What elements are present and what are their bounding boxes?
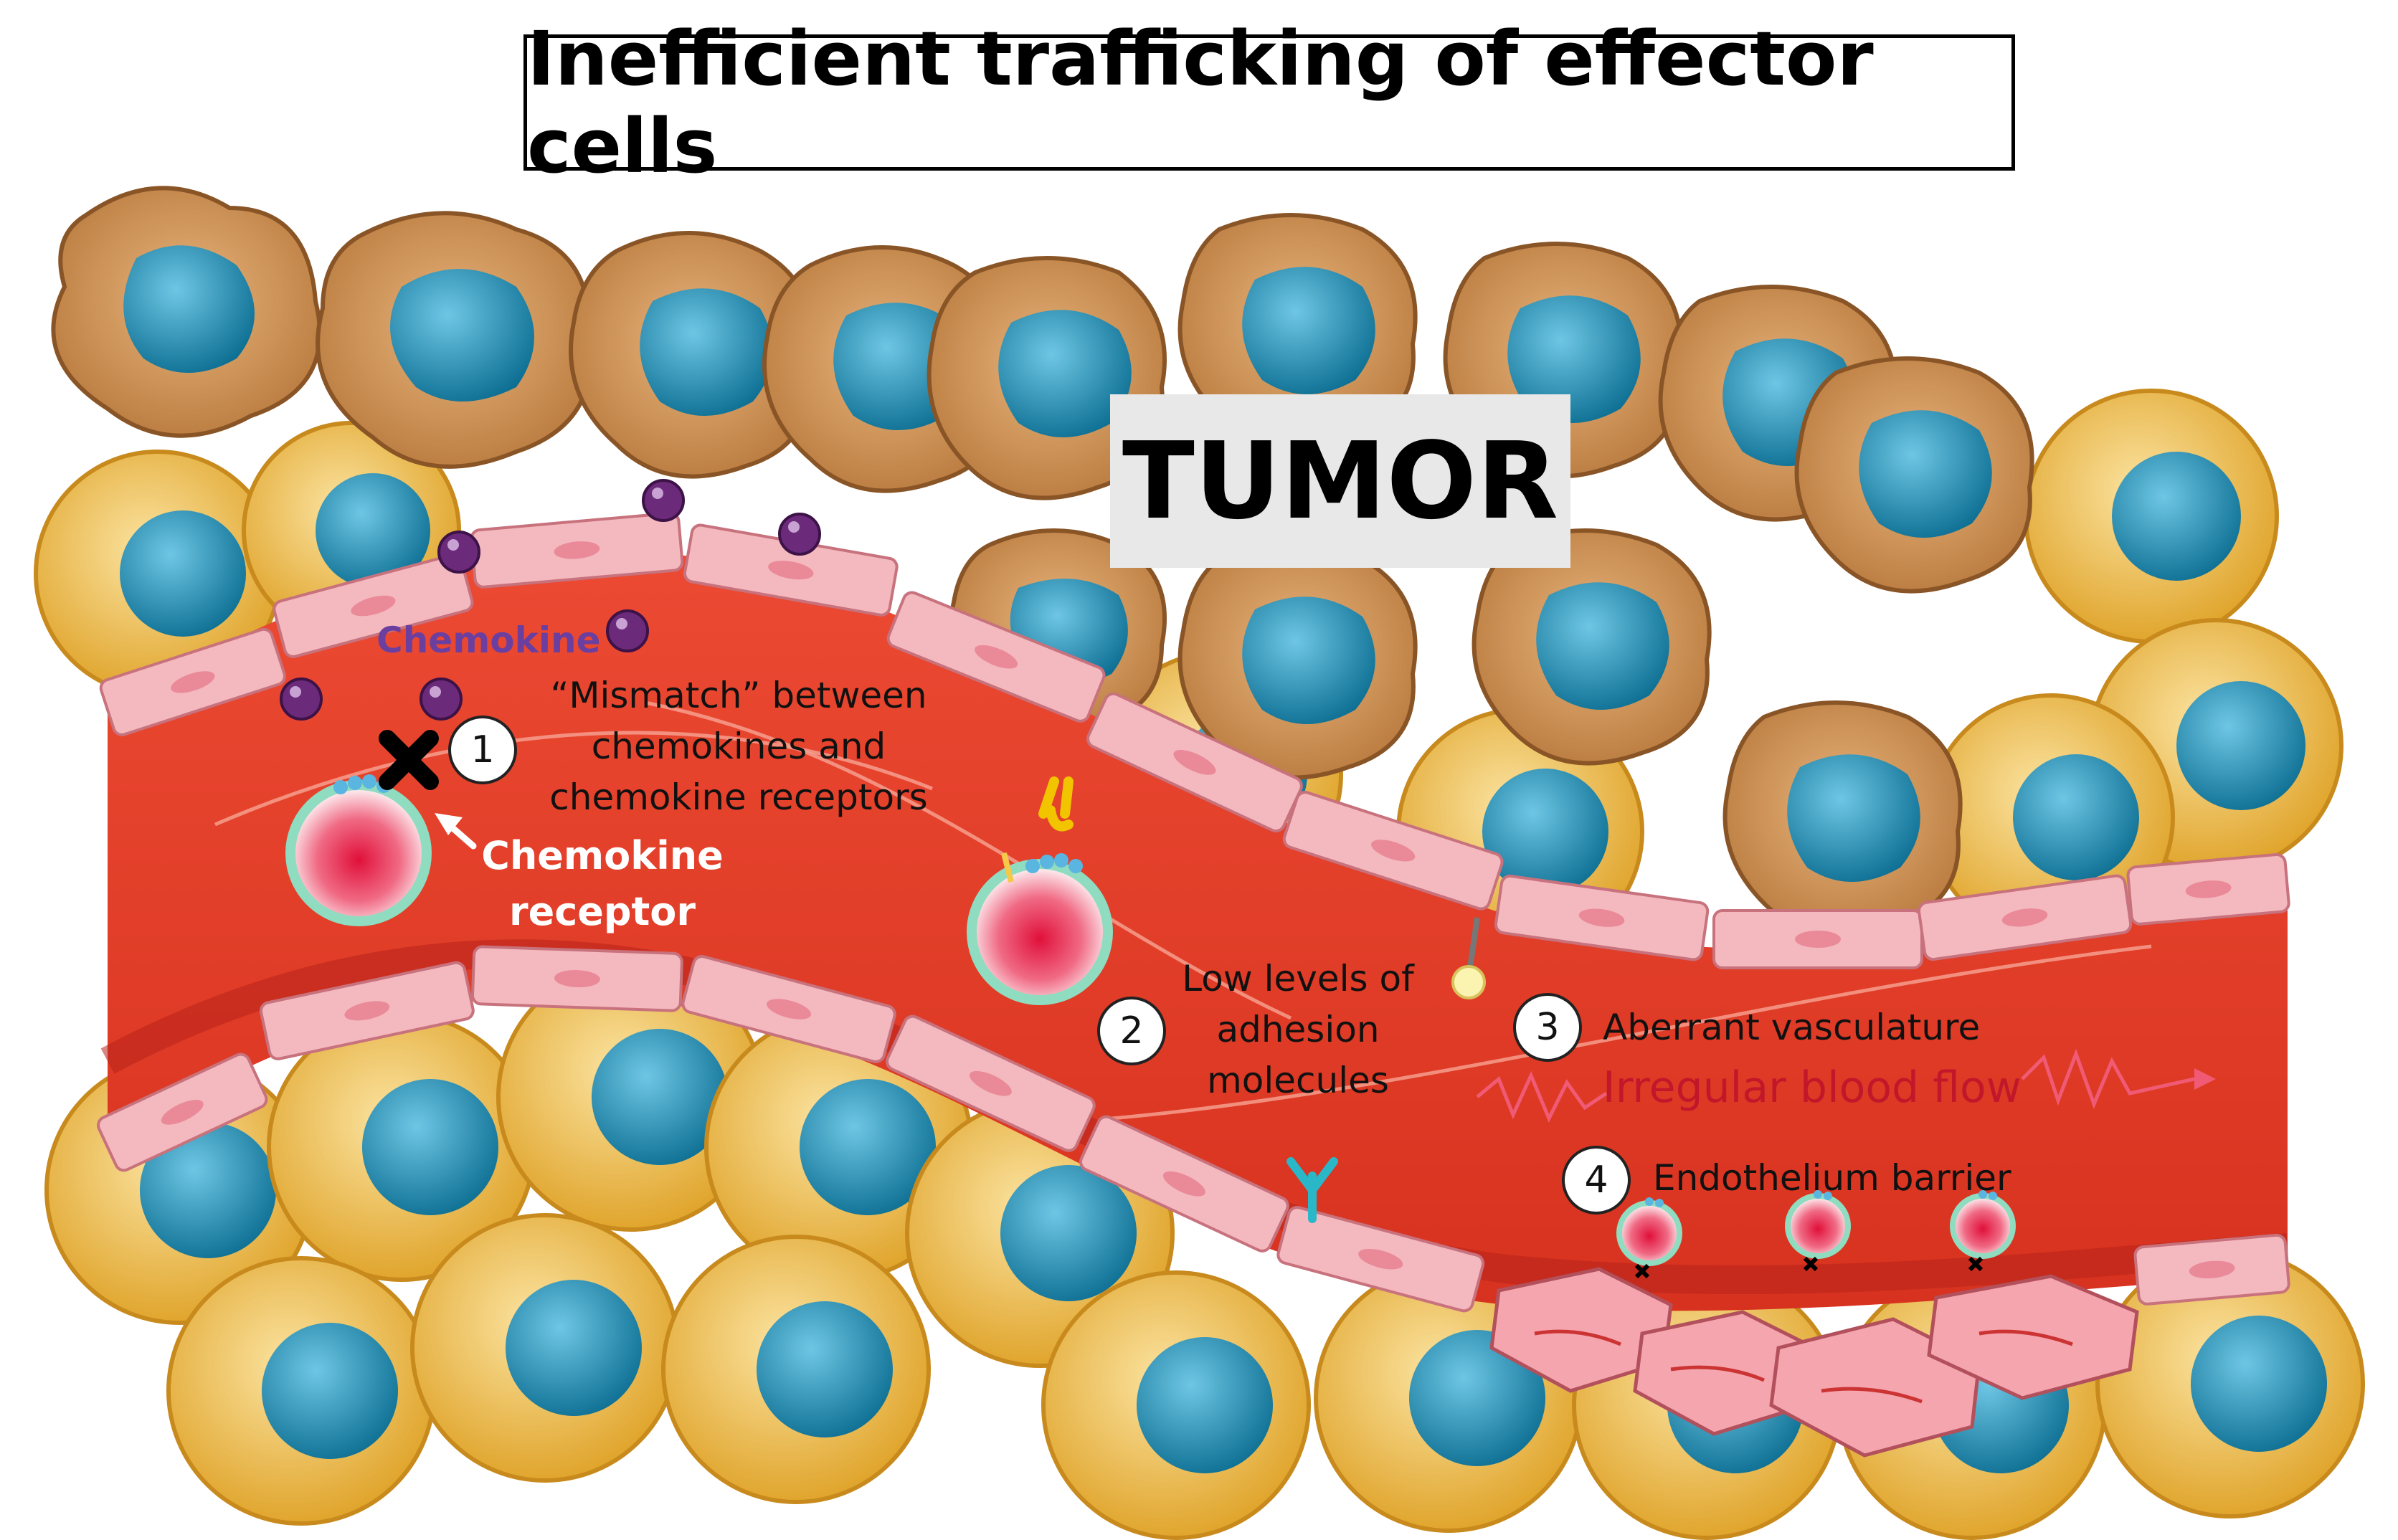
chemokines — [280, 479, 821, 721]
normal-cell — [1041, 1270, 1311, 1540]
tumor-cell — [316, 211, 592, 469]
endothelial-cell — [886, 591, 1106, 723]
effector-cell-2 — [967, 852, 1113, 1005]
adhesion-molecule-cyan — [1286, 1157, 1338, 1223]
irregular-flow-label: Irregular blood flow — [1603, 1063, 2022, 1113]
endothelial-cell — [97, 1052, 268, 1172]
normal-cell — [34, 450, 282, 698]
receptor-label: Chemokine receptor — [473, 828, 731, 941]
tumor-label-box: TUMOR — [1110, 394, 1570, 568]
small-x-icons — [1634, 1256, 1984, 1279]
adhesion-molecule-yellow — [1038, 776, 1074, 832]
tumor-cell — [1794, 356, 2034, 594]
step-4-marker: 4 — [1562, 1146, 1631, 1215]
endothelial-cell — [1712, 909, 1923, 969]
receptor-line-2: receptor — [508, 889, 696, 935]
step-3-marker: 3 — [1513, 993, 1582, 1062]
adhesion-label: Low levels of adhesion molecules — [1155, 954, 1441, 1106]
effector-cell-small — [1616, 1197, 1682, 1266]
chemokine — [778, 513, 821, 556]
normal-cell — [410, 1213, 680, 1483]
tumor-label: TUMOR — [1122, 419, 1559, 543]
endothelial-cell — [2133, 1233, 2290, 1306]
tumor-cell — [51, 186, 322, 438]
mismatch-line-3: chemokine receptors — [549, 776, 928, 818]
chemokine — [642, 479, 685, 522]
adhesion-molecules — [1038, 776, 1486, 1223]
endothelial-cell — [1079, 1115, 1289, 1253]
tumor-cell — [569, 231, 815, 479]
endothelial-cell — [471, 945, 683, 1012]
vessel-lumen — [108, 550, 2288, 1311]
title-box: Inefficient trafficking of effector cell… — [523, 15, 2015, 190]
normal-cell — [2024, 389, 2279, 644]
tumor-cell — [1177, 213, 1418, 450]
chemokine — [420, 678, 463, 721]
adhesion-line-3: molecules — [1207, 1060, 1389, 1101]
tumor-cell — [1722, 700, 1963, 938]
endothelium-bottom — [97, 945, 2290, 1313]
page-title: Inefficient trafficking of effector cell… — [527, 15, 1874, 190]
chemokine — [280, 678, 323, 721]
endothelium-top — [99, 511, 2290, 969]
aberrant-label: Aberrant vasculature — [1603, 1007, 1981, 1048]
endothelium-label: Endothelium barrier — [1653, 1157, 2011, 1199]
endothelial-cell — [99, 627, 287, 736]
adhesion-molecule-lollipop — [1451, 917, 1486, 999]
normal-cell — [267, 1012, 536, 1282]
normal-cell — [166, 1256, 436, 1526]
endothelium-barrier-cells — [1489, 1267, 2139, 1458]
chemokine — [606, 609, 649, 652]
effector-cell-small — [1950, 1190, 2016, 1259]
endothelial-cell — [886, 1014, 1096, 1152]
mismatch-line-1: “Mismatch” between — [550, 675, 927, 716]
normal-cell — [496, 962, 766, 1232]
normal-cell — [2095, 1249, 2365, 1518]
endothelial-cell — [1282, 791, 1504, 911]
block-x-icon — [379, 730, 439, 790]
endothelial-cell — [1276, 1206, 1485, 1313]
adhesion-line-1: Low levels of — [1182, 958, 1414, 999]
endothelial-cell — [681, 955, 896, 1063]
normal-cell — [661, 1235, 931, 1504]
irregular-flow-wave — [1476, 1048, 2216, 1123]
tumor-cell — [1472, 528, 1712, 766]
step-2-marker: 2 — [1097, 997, 1166, 1065]
chemokine-label: Chemokine — [376, 619, 601, 661]
mismatch-label: “Mismatch” between chemokines and chemok… — [516, 670, 961, 823]
receptor-line-1: Chemokine — [481, 833, 724, 878]
endothelial-cell — [2126, 852, 2290, 926]
endothelial-cell — [1086, 692, 1303, 833]
tumor-cells — [51, 186, 2034, 938]
endothelial-cell — [1917, 874, 2133, 961]
mismatch-line-2: chemokines and — [591, 726, 886, 767]
tumor-cell — [1177, 543, 1418, 780]
chemokine — [437, 531, 480, 574]
endothelial-cell — [1494, 874, 1710, 961]
endothelial-cell — [272, 553, 474, 658]
arrow-icon — [435, 813, 477, 850]
adhesion-line-2: adhesion — [1216, 1009, 1380, 1050]
step-1-marker: 1 — [448, 716, 517, 784]
endothelial-cell — [259, 961, 475, 1060]
effector-cell-small — [1785, 1190, 1851, 1259]
tumor-cell — [926, 256, 1167, 500]
